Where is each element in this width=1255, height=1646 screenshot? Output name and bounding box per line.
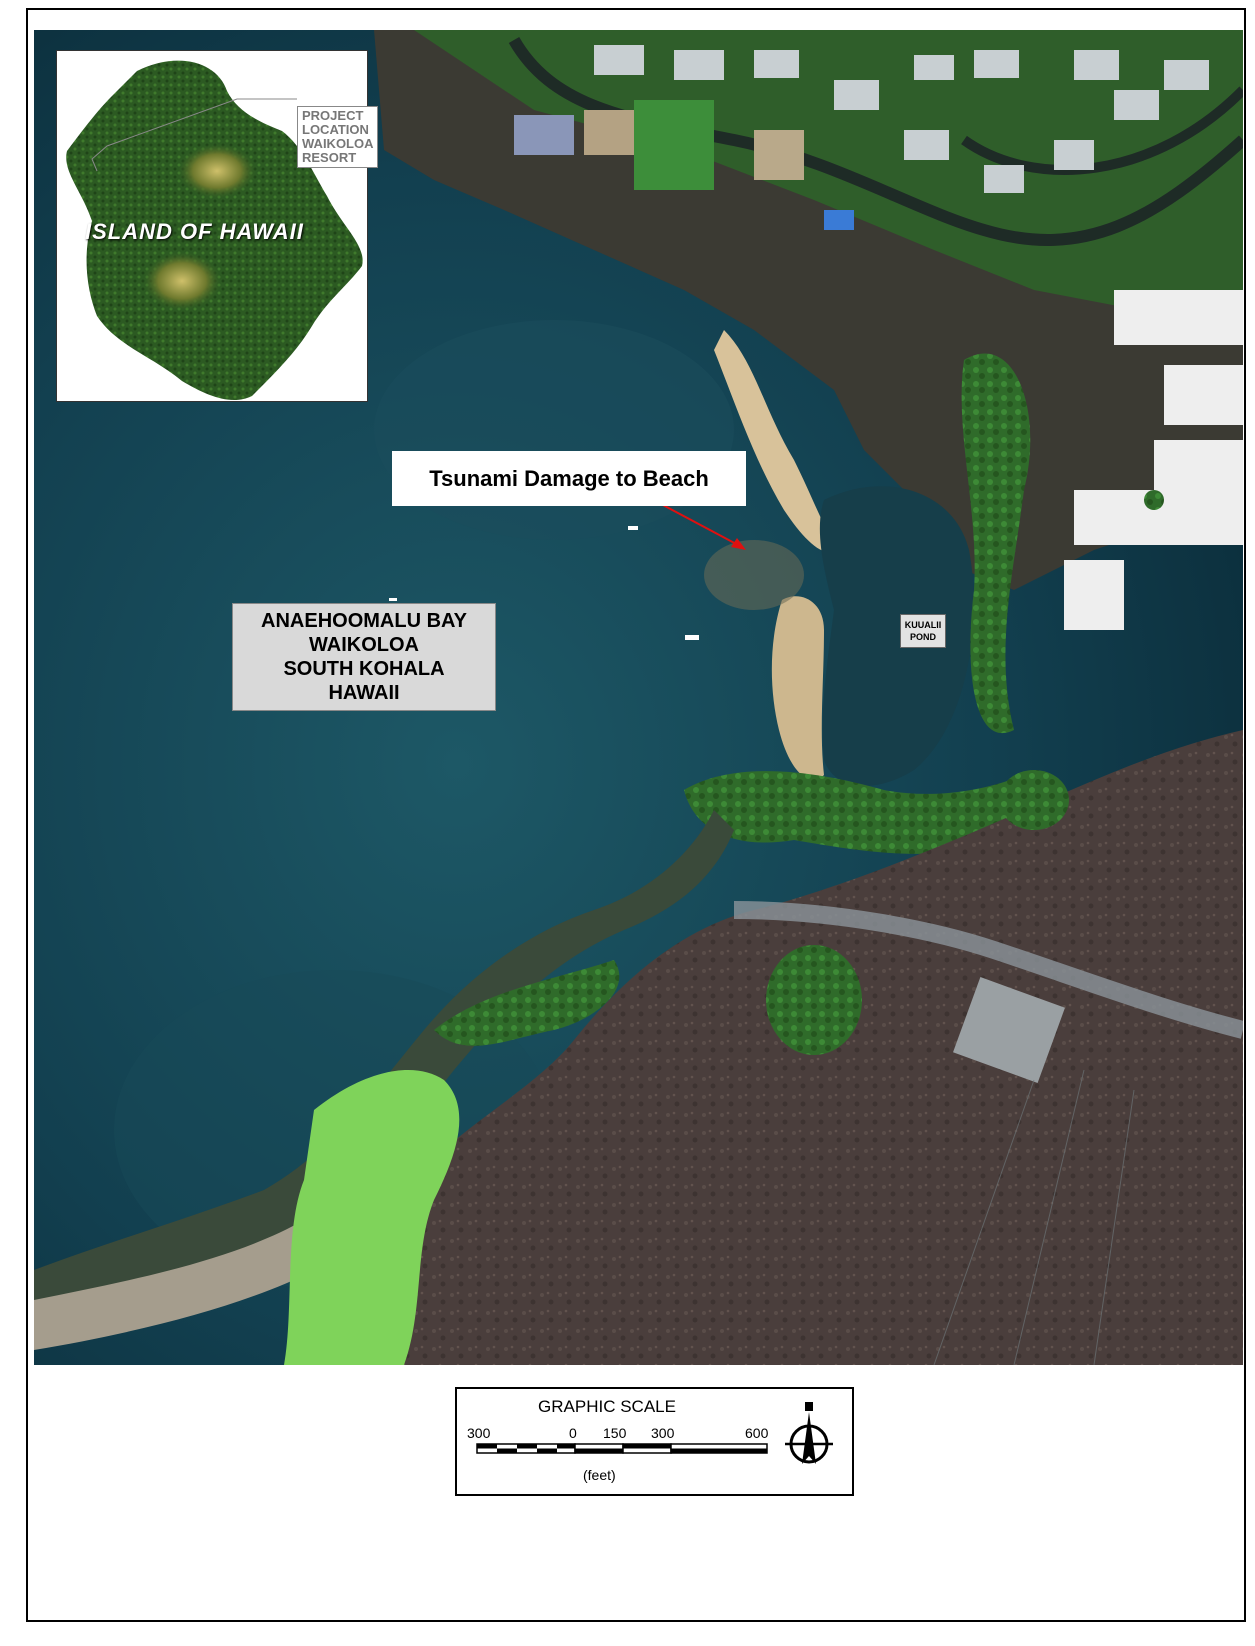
project-location-label: PROJECT LOCATION WAIKOLOA RESORT: [297, 106, 379, 168]
scale-tick-label: 150: [603, 1425, 627, 1441]
north-beach: [714, 330, 839, 553]
scale-tick-label: 300: [467, 1425, 491, 1441]
bay-label-line: WAIKOLOA: [309, 634, 419, 656]
parking-lot: [953, 977, 1065, 1083]
aerial-map: ISLAND OF HAWAII PROJECT LOCATION WAIKOL…: [34, 30, 1243, 1365]
bay-label-line: SOUTH KOHALA: [283, 658, 445, 680]
boat: [685, 635, 699, 640]
scale-bar: [476, 1402, 833, 1464]
pond-label-line: KUUALII: [904, 620, 942, 630]
scale-unit: (feet): [583, 1467, 616, 1483]
boat: [389, 598, 397, 601]
tree-island: [766, 945, 862, 1055]
boat: [628, 526, 638, 530]
scale-tick-label: 300: [651, 1425, 675, 1441]
hotel-buildings: [1064, 290, 1243, 630]
island-of-hawaii-shape: [66, 60, 363, 401]
resort-road: [508, 36, 1243, 246]
bay-label-line: HAWAII: [328, 682, 400, 704]
bay-location-label: ANAEHOOMALU BAY WAIKOLOA SOUTH KOHALA HA…: [232, 603, 496, 711]
pond-label-line: POND: [909, 632, 936, 642]
island-label: ISLAND OF HAWAII: [85, 219, 304, 244]
graphic-scale: GRAPHIC SCALE 300 0 150 300 600 (feet): [455, 1387, 854, 1496]
bay-label-line: ANAEHOOMALU BAY: [261, 610, 467, 632]
tsunami-damage-callout: Tsunami Damage to Beach: [392, 451, 746, 506]
golf-course: [284, 1070, 460, 1365]
scale-tick-label: 600: [745, 1425, 769, 1441]
scale-tick-label: 0: [569, 1425, 577, 1441]
lava-field: [314, 730, 1243, 1365]
sediment-plume: [704, 540, 804, 610]
north-arrow-icon: [785, 1402, 833, 1464]
south-beach-spit: [771, 596, 824, 780]
scale-title: GRAPHIC SCALE: [538, 1397, 676, 1416]
inset-map: ISLAND OF HAWAII PROJECT LOCATION WAIKOL…: [56, 50, 379, 402]
access-road: [733, 901, 1243, 1039]
kuualii-pond: [819, 486, 974, 787]
resort-buildings: [594, 45, 1209, 193]
pond-label: KUUALII POND: [900, 614, 946, 648]
